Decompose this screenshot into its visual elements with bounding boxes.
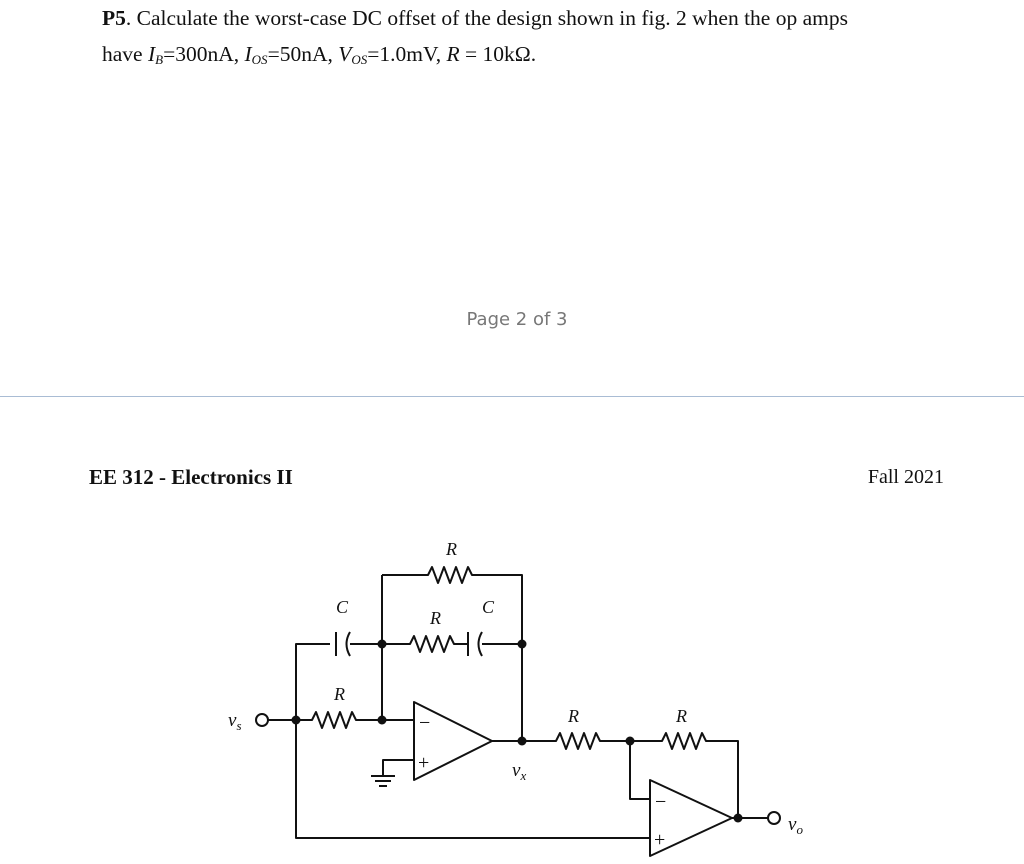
cap-right-plate2 — [477, 631, 483, 657]
label-c-left: C — [336, 597, 349, 617]
resistor-feedback-mid — [382, 635, 468, 653]
vos-symbol: V — [338, 42, 352, 66]
ios-value: =50nA, — [267, 42, 339, 66]
r-symbol: R — [446, 42, 460, 66]
ib-value: =300nA, — [163, 42, 245, 66]
opamp2-plus-sign: + — [654, 829, 665, 851]
resistor-out-1 — [522, 732, 630, 750]
junction-mid — [377, 639, 387, 649]
wire-feedforward-bottom — [295, 720, 650, 839]
opamp1-minus-sign: − — [419, 712, 430, 734]
cap-left-plate2 — [345, 631, 351, 657]
ios-symbol: I — [244, 42, 252, 66]
junction-minus — [377, 715, 387, 725]
junction-vx — [517, 736, 527, 746]
label-vs: vs — [228, 710, 242, 733]
ib-symbol: I — [147, 42, 156, 66]
opamp-1 — [413, 701, 493, 781]
wire-left-up — [295, 643, 330, 720]
label-r-top: R — [445, 539, 457, 559]
terminal-vo — [767, 811, 781, 825]
opamp1-plus-sign: + — [418, 752, 429, 774]
wire-node2-minus — [629, 741, 650, 800]
opamp-2 — [649, 779, 733, 857]
problem-statement: P5. Calculate the worst-case DC offset o… — [102, 0, 962, 72]
label-c-right: C — [482, 597, 495, 617]
label-r-out2: R — [675, 706, 687, 726]
problem-number: P5 — [102, 6, 126, 30]
problem-line1: . Calculate the worst-case DC offset of … — [125, 6, 848, 30]
label-r-input: R — [333, 684, 345, 704]
page-number: Page 2 of 3 — [466, 309, 568, 330]
wire-plus-ground — [382, 759, 414, 776]
vos-value: =1.0mV, — [367, 42, 447, 66]
r-value: = 10kΩ. — [459, 42, 537, 66]
resistor-input — [296, 711, 382, 729]
label-vx: vx — [512, 760, 526, 783]
circuit-diagram: vs vx vo R R R R R C C − + − + — [228, 539, 803, 857]
problem-have: have — [102, 42, 148, 66]
junction-out — [733, 813, 743, 823]
label-r-out1: R — [567, 706, 579, 726]
resistor-out-2 — [630, 732, 739, 818]
junction-node2 — [625, 736, 635, 746]
ios-subscript: OS — [251, 52, 268, 67]
resistor-feedback-top — [382, 566, 523, 644]
terminal-vs — [255, 713, 269, 727]
ib-subscript: B — [155, 52, 164, 67]
vos-subscript: OS — [351, 52, 368, 67]
label-vo: vo — [788, 814, 803, 837]
page-separator — [0, 396, 1024, 397]
junction-cap-right — [517, 639, 527, 649]
term-label: Fall 2021 — [867, 466, 944, 488]
label-r-mid: R — [429, 608, 441, 628]
course-title: EE 312 - Electronics II — [89, 465, 293, 489]
junction-vs — [291, 715, 301, 725]
opamp2-minus-sign: − — [655, 791, 666, 813]
